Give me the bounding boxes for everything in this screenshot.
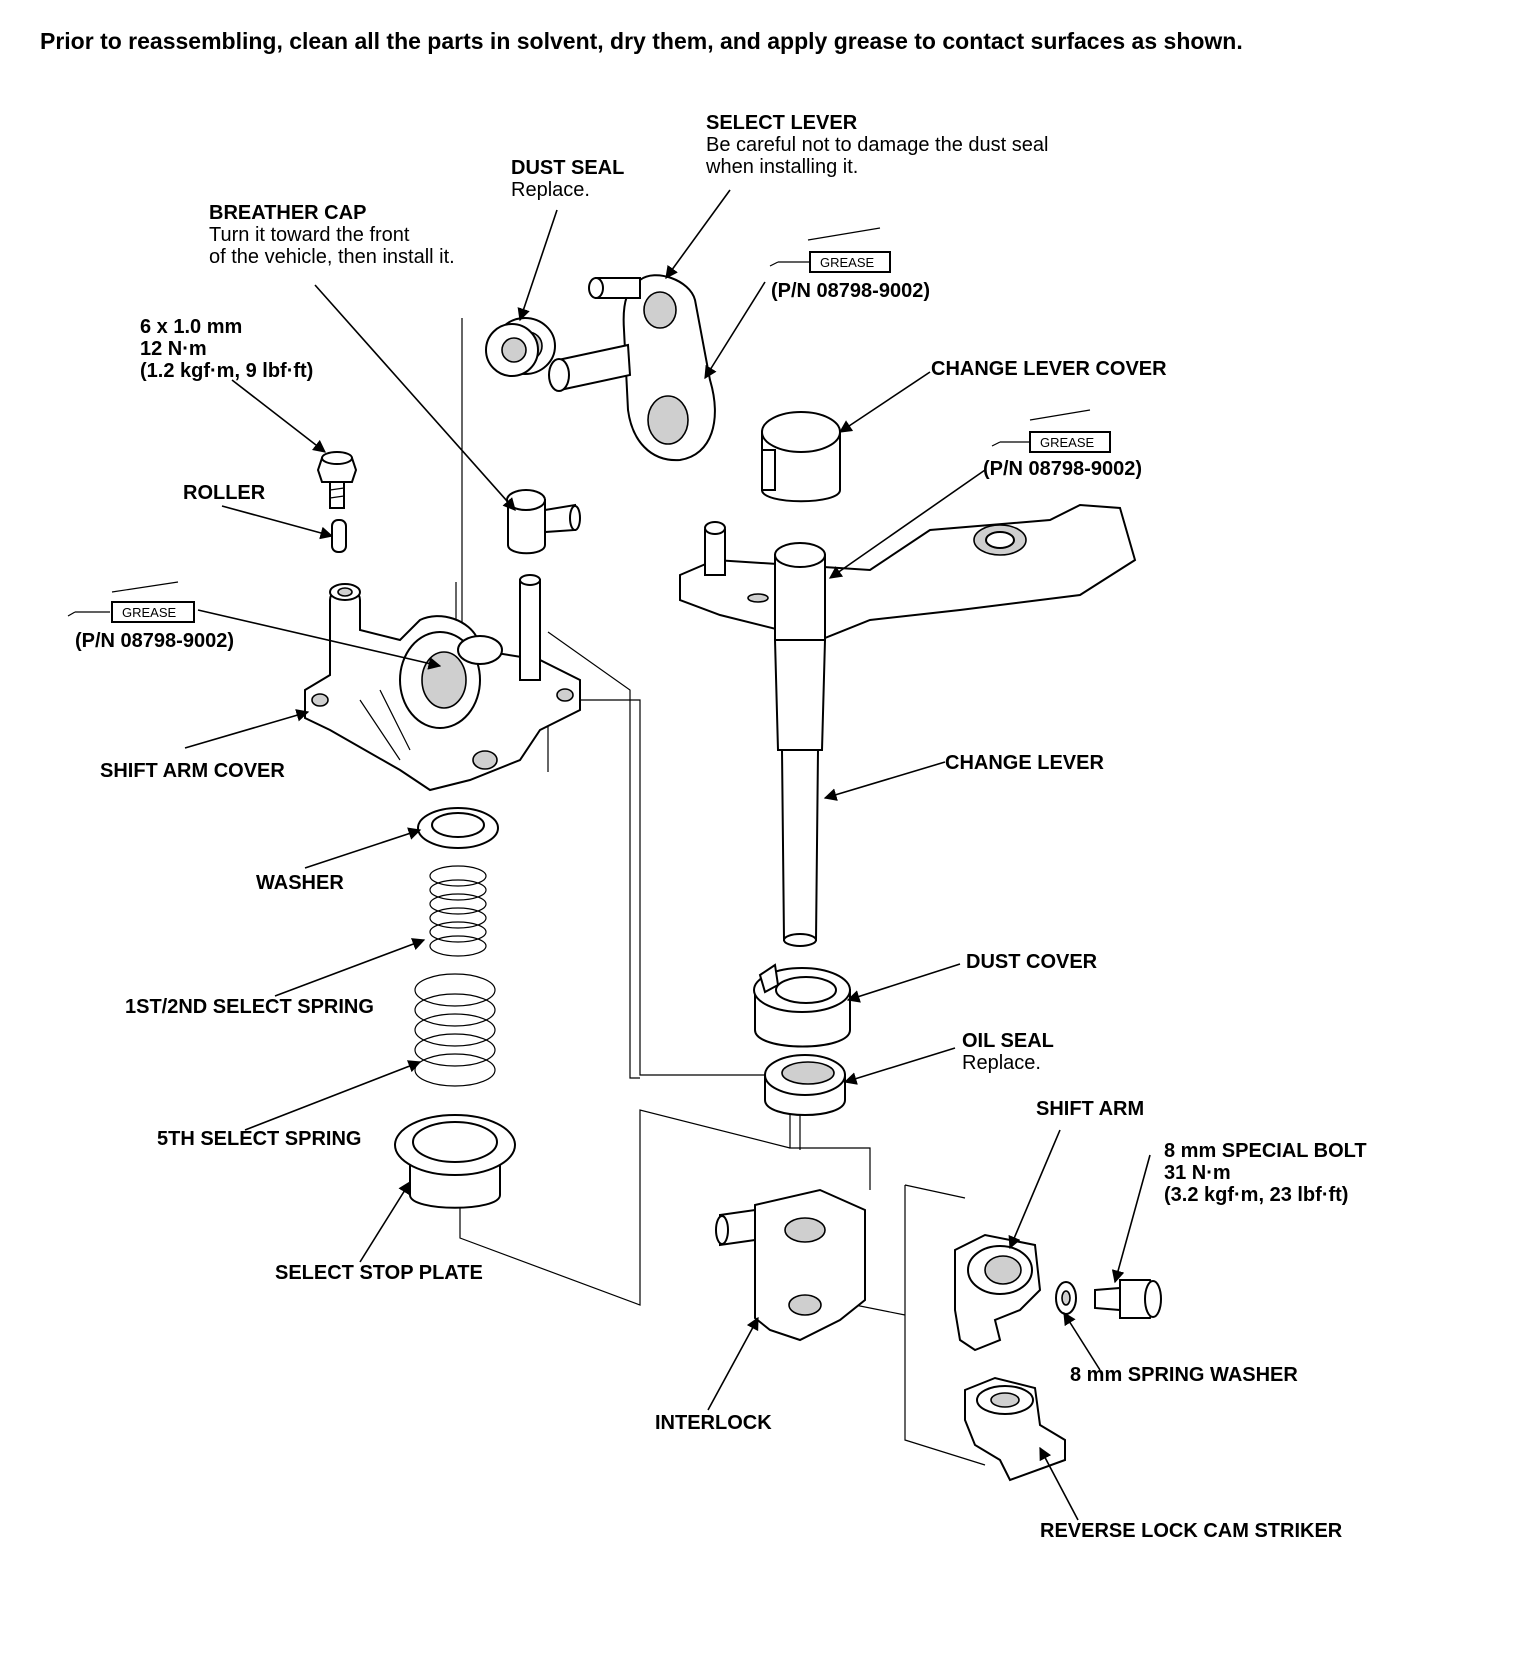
select-stop-plate-part — [394, 1114, 516, 1209]
dust-cover-part — [753, 963, 851, 1048]
label-interlock: INTERLOCK — [655, 1412, 772, 1434]
label-oil-seal-title: OIL SEAL — [962, 1030, 1054, 1052]
grease-badge-text-3: GREASE — [122, 605, 177, 620]
label-breather-cap-note-2: of the vehicle, then install it. — [209, 246, 455, 268]
label-breather-cap: BREATHER CAP Turn it toward the front of… — [209, 202, 455, 268]
grease-tube-icon: GREASE — [769, 227, 891, 273]
shift-arm-cover-part — [304, 574, 581, 792]
label-dust-cover: DUST COVER — [966, 951, 1098, 973]
select-spring-5-part — [414, 973, 496, 1087]
leader-lines — [184, 189, 1151, 1521]
special-bolt-part — [1094, 1279, 1162, 1319]
bolt-6mm-part — [316, 451, 358, 509]
label-bolt-6mm: 6 x 1.0 mm 12 N·m (1.2 kgf·m, 9 lbf·ft) — [140, 316, 313, 382]
label-special-bolt: 8 mm SPECIAL BOLT 31 N·m (3.2 kgf·m, 23 … — [1164, 1140, 1367, 1206]
label-special-bolt-torque: 31 N·m — [1164, 1162, 1231, 1184]
label-select-spring-5: 5TH SELECT SPRING — [157, 1128, 362, 1150]
label-dust-seal-title: DUST SEAL — [511, 157, 625, 179]
oil-seal-part — [764, 1054, 846, 1116]
change-lever-cover-part — [761, 411, 841, 503]
assembly-lines — [455, 318, 986, 1466]
spring-washer-part — [1055, 1281, 1077, 1315]
label-special-bolt-size: 8 mm SPECIAL BOLT — [1164, 1140, 1367, 1162]
select-lever-part — [548, 274, 716, 462]
label-select-lever-note-2: when installing it. — [706, 156, 859, 178]
dust-seal-part — [485, 317, 556, 377]
label-select-lever: SELECT LEVER Be careful not to damage th… — [706, 112, 1048, 178]
grease-tube-icon: GREASE — [991, 409, 1111, 453]
label-breather-cap-title: BREATHER CAP — [209, 202, 367, 224]
label-washer: WASHER — [256, 872, 344, 894]
label-oil-seal: OIL SEAL Replace. — [962, 1030, 1054, 1074]
roller-part — [331, 519, 347, 553]
change-lever-part — [679, 503, 1137, 947]
intro-text: Prior to reassembling, clean all the par… — [40, 28, 1243, 54]
label-dust-seal-note: Replace. — [511, 179, 590, 201]
grease-badge-text-1: GREASE — [820, 255, 875, 270]
label-select-lever-note-1: Be careful not to damage the dust seal — [706, 134, 1049, 156]
label-bolt-6mm-torque-alt: (1.2 kgf·m, 9 lbf·ft) — [140, 360, 314, 382]
label-grease-pn-2: (P/N 08798-9002) — [983, 458, 1142, 480]
select-spring-12-part — [429, 865, 487, 957]
grease-tube-icon: GREASE — [67, 581, 195, 623]
label-bolt-6mm-torque: 12 N·m — [140, 338, 207, 360]
label-shift-arm: SHIFT ARM — [1036, 1098, 1145, 1120]
label-shift-arm-cover: SHIFT ARM COVER — [100, 760, 285, 782]
label-bolt-6mm-size: 6 x 1.0 mm — [140, 316, 243, 338]
washer-part — [417, 807, 499, 849]
label-select-stop-plate: SELECT STOP PLATE — [275, 1262, 483, 1284]
label-roller: ROLLER — [183, 482, 266, 504]
shift-arm-part — [954, 1233, 1042, 1352]
grease-badge-text-2: GREASE — [1040, 435, 1095, 450]
label-grease-pn-1: (P/N 08798-9002) — [771, 280, 930, 302]
label-change-lever: CHANGE LEVER — [945, 752, 1104, 774]
label-change-lever-cover: CHANGE LEVER COVER — [931, 358, 1167, 380]
label-breather-cap-note-1: Turn it toward the front — [209, 224, 410, 246]
interlock-part — [715, 1188, 866, 1342]
label-select-spring-12: 1ST/2ND SELECT SPRING — [125, 996, 374, 1018]
breather-cap-part — [506, 489, 581, 555]
reverse-lock-cam-striker-part — [964, 1376, 1066, 1482]
label-oil-seal-note: Replace. — [962, 1052, 1041, 1074]
label-select-lever-title: SELECT LEVER — [706, 112, 858, 134]
label-special-bolt-torque-alt: (3.2 kgf·m, 23 lbf·ft) — [1164, 1184, 1349, 1206]
label-reverse-lock-cam-striker: REVERSE LOCK CAM STRIKER — [1040, 1520, 1343, 1542]
label-grease-pn-3: (P/N 08798-9002) — [75, 630, 234, 652]
label-spring-washer: 8 mm SPRING WASHER — [1070, 1364, 1298, 1386]
label-dust-seal: DUST SEAL Replace. — [511, 157, 624, 201]
